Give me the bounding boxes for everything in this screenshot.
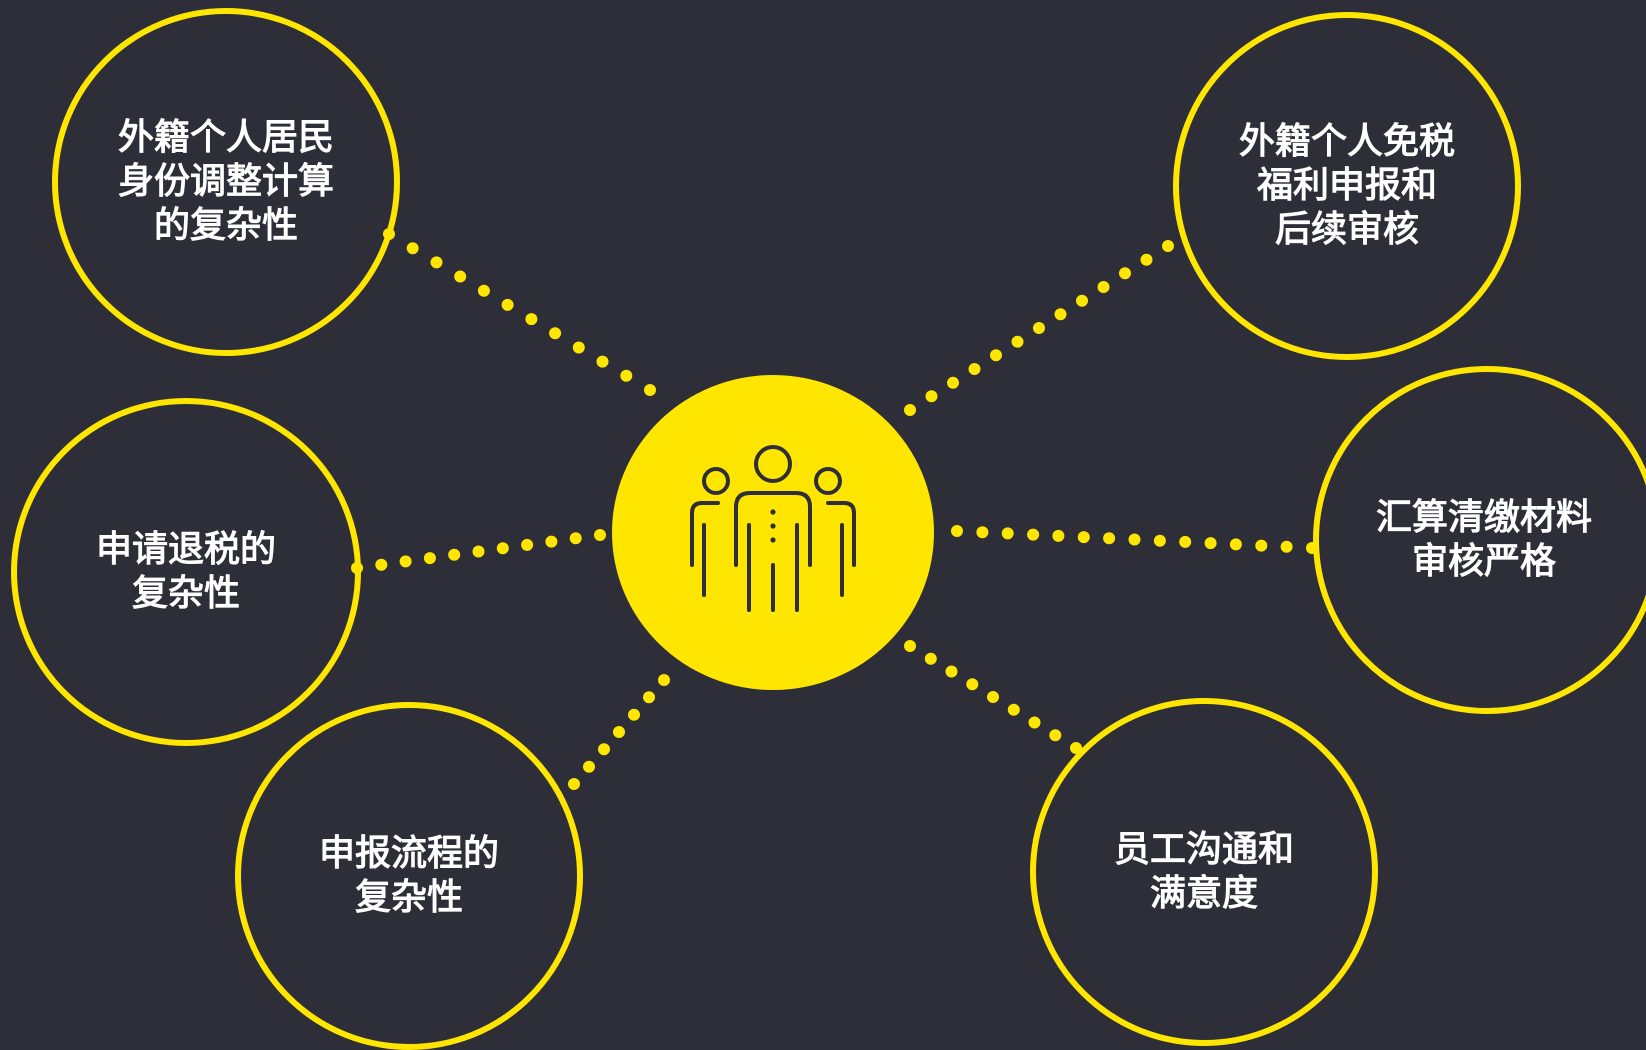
connector-dot [1027,528,1040,541]
connector-dot [1007,703,1020,716]
connector-dot [406,242,419,255]
connector-dot [1077,531,1090,544]
connector-dot [477,284,490,297]
connector-dot [658,674,670,686]
node-label-tax-refund: 申请退税的 复杂性 [95,529,276,614]
connector-dot [572,341,585,354]
connector-dot [549,327,562,340]
challenge-node-filing-process: 申报流程的 复杂性 [235,702,583,1050]
connector-dot [423,552,436,565]
connector-dot [620,369,633,382]
connector-node-5 [951,525,1318,554]
connector-dot [596,355,609,368]
connector-dot [430,256,443,269]
connector-dot [1001,527,1014,540]
people-group-icon [690,445,856,612]
hub-circle [612,375,934,690]
node-label-annual-reconciliation: 汇算清缴材料 审核严格 [1375,497,1592,582]
challenge-node-tax-refund: 申请退税的 复杂性 [11,398,361,746]
challenge-node-employee-communication: 员工沟通和 满意度 [1030,698,1378,1046]
node-label-employee-communication: 员工沟通和 满意度 [1113,829,1294,914]
connector-dot [1054,308,1067,321]
challenge-node-tax-exempt-benefits: 外籍个人免税 福利申报和 后续审核 [1173,12,1521,360]
connector-node-4 [904,240,1174,416]
connector-dot [628,708,640,721]
challenge-node-residency-calculation: 外籍个人居民 身份调整计算 的复杂性 [52,8,400,356]
connector-dot [1229,538,1242,551]
connector-dot [904,404,916,416]
connector-dot [472,545,485,558]
connector-dot [947,376,959,389]
connector-dot [945,665,958,678]
connector-dot [1255,539,1268,552]
connector-node-3 [568,674,670,790]
connector-node-1 [383,228,656,396]
node-label-residency-calculation: 外籍个人居民 身份调整计算 的复杂性 [117,117,334,246]
connector-dot [399,555,412,568]
connector-dot [598,743,610,756]
connector-dot [594,529,606,541]
connector-dot [1153,534,1166,547]
connector-dot [583,760,595,773]
connector-dot [644,384,656,396]
node-label-tax-exempt-benefits: 外籍个人免税 福利申报和 后续审核 [1238,121,1455,250]
connector-dot [924,652,937,665]
connector-dot [569,532,582,545]
connector-dot [613,726,625,738]
connector-dot [1103,532,1116,545]
connector-dot [990,349,1002,362]
connector-dot [976,526,989,539]
challenge-node-annual-reconciliation: 汇算清缴材料 审核严格 [1313,366,1646,714]
connector-dot [501,298,514,311]
connector-dot [904,640,916,652]
connector-dot [448,548,461,561]
node-label-filing-process: 申报流程的 复杂性 [318,833,499,918]
connector-dot [1119,267,1131,280]
connector-dot [1049,729,1062,742]
connector-dot [568,778,580,790]
connector-dot [1011,335,1024,348]
connector-dot [496,542,509,555]
connector-dot [1097,281,1110,293]
connector-dot [521,538,534,551]
connector-node-6 [904,640,1082,754]
connector-dot [1052,529,1065,542]
connector-dot [1140,253,1153,266]
connector-dot [1076,294,1088,307]
connector-dot [968,363,981,375]
connector-dot [1028,716,1041,729]
connector-dot [1280,540,1293,553]
connector-dot [1179,535,1192,548]
connector-dot [951,525,963,537]
connector-dot [643,691,655,704]
connector-dot [966,678,979,691]
connector-dot [454,270,467,283]
connector-dot [987,691,999,703]
connector-node-2 [351,529,606,574]
connector-dot [1204,537,1217,550]
connector-dot [375,558,388,571]
connector-dot [525,313,538,326]
connector-dot [1033,322,1045,334]
connector-dot [1128,533,1141,546]
connector-dot [545,535,558,548]
connector-dot [925,390,938,403]
connector-dot [1162,240,1174,252]
